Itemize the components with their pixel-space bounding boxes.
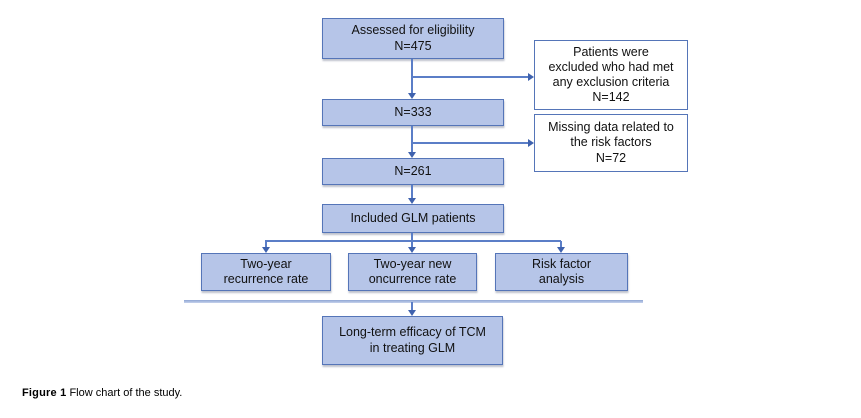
connector-divider-to-efficacy [411, 302, 413, 310]
connector-n333-to-n261 [411, 126, 413, 152]
connector-split-left [265, 241, 267, 247]
arrowhead-into-n333 [408, 93, 416, 99]
connector-included-down [411, 233, 413, 241]
node-two-year-recurrence-rate-label: Two-year recurrence rate [223, 256, 309, 286]
node-included-glm-patients: Included GLM patients [322, 204, 504, 233]
node-two-year-recurrence-rate: Two-year recurrence rate [201, 253, 331, 291]
node-missing-data: Missing data related to the risk factors… [534, 114, 688, 172]
connector-split-bar [265, 240, 561, 242]
summary-divider-line [184, 300, 643, 303]
node-n261-label: N=261 [394, 163, 432, 178]
connector-split-right [560, 241, 562, 247]
node-missing-data-label: Missing data related to the risk factors… [548, 120, 674, 165]
node-long-term-efficacy-label: Long-term efficacy of TCM in treating GL… [339, 325, 486, 355]
node-n333: N=333 [322, 99, 504, 126]
node-assessed-eligibility-label: Assessed for eligibility N=475 [351, 23, 475, 53]
figure-caption-label: Figure 1 [22, 387, 67, 399]
arrowhead-into-risk [557, 247, 565, 253]
arrowhead-into-oncurrence [408, 247, 416, 253]
node-two-year-new-oncurrence-rate: Two-year new oncurrence rate [348, 253, 477, 291]
node-n333-label: N=333 [394, 104, 432, 119]
node-n261: N=261 [322, 158, 504, 185]
connector-assessed-to-n333 [411, 59, 413, 93]
arrowhead-into-n261 [408, 152, 416, 158]
node-two-year-new-oncurrence-rate-label: Two-year new oncurrence rate [368, 256, 457, 286]
node-excluded-patients-label: Patients were excluded who had met any e… [548, 44, 674, 105]
connector-branch-to-excluded [412, 76, 528, 78]
node-assessed-eligibility: Assessed for eligibility N=475 [322, 18, 504, 59]
connector-n261-to-included [411, 185, 413, 198]
arrowhead-into-efficacy [408, 310, 416, 316]
node-risk-factor-analysis-label: Risk factor analysis [531, 256, 592, 286]
connector-split-middle [411, 241, 413, 247]
figure-caption-text: Flow chart of the study. [66, 387, 183, 399]
arrowhead-into-recurrence [262, 247, 270, 253]
figure-caption: Figure 1 Flow chart of the study. [22, 387, 182, 399]
node-included-glm-patients-label: Included GLM patients [350, 210, 476, 225]
node-risk-factor-analysis: Risk factor analysis [495, 253, 628, 291]
arrowhead-into-included [408, 198, 416, 204]
arrowhead-into-excluded [528, 73, 534, 81]
arrowhead-into-missing-data [528, 139, 534, 147]
connector-branch-to-missing-data [412, 142, 528, 144]
node-long-term-efficacy: Long-term efficacy of TCM in treating GL… [322, 316, 503, 365]
node-excluded-patients: Patients were excluded who had met any e… [534, 40, 688, 110]
